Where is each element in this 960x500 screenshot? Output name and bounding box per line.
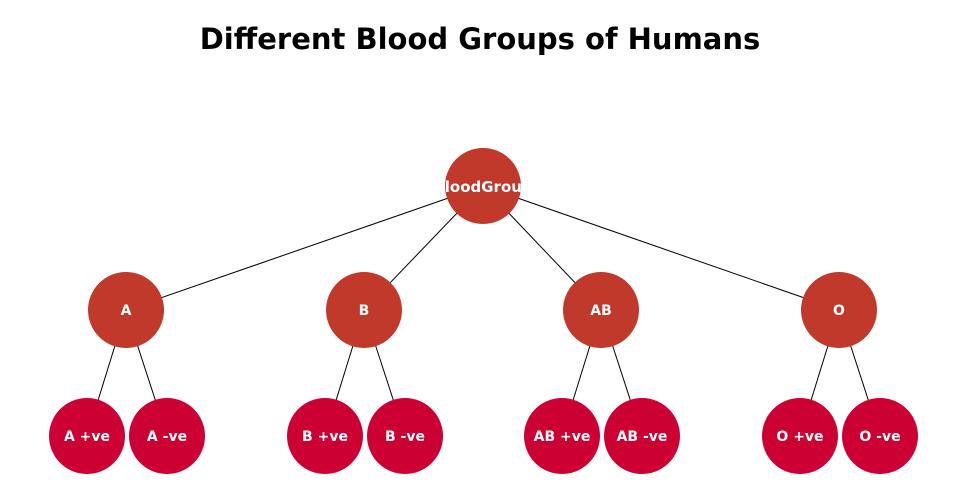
node-label: B +ve xyxy=(302,429,348,445)
root-node[interactable]: BloodGroup xyxy=(433,148,533,224)
node-label: A +ve xyxy=(64,429,110,445)
node-circle xyxy=(445,148,521,224)
leaf-node-b-ve[interactable]: B +ve xyxy=(287,398,363,474)
group-node-ab[interactable]: AB xyxy=(563,272,639,348)
group-node-o[interactable]: O xyxy=(801,272,877,348)
node-circle xyxy=(129,398,205,474)
leaf-node-o-ve[interactable]: O +ve xyxy=(762,398,838,474)
node-circle xyxy=(563,272,639,348)
group-node-a[interactable]: A xyxy=(88,272,164,348)
leaf-node-o-ve[interactable]: O -ve xyxy=(842,398,918,474)
node-label: A xyxy=(121,303,132,319)
node-label: O -ve xyxy=(859,429,900,445)
node-circle xyxy=(367,398,443,474)
node-label: AB +ve xyxy=(534,429,591,445)
edge-line xyxy=(125,185,484,311)
leaf-node-a-ve[interactable]: A +ve xyxy=(49,398,125,474)
leaf-node-a-ve[interactable]: A -ve xyxy=(129,398,205,474)
node-label: AB -ve xyxy=(617,429,668,445)
group-node-b[interactable]: B xyxy=(326,272,402,348)
node-label: B -ve xyxy=(385,429,425,445)
node-circle xyxy=(88,272,164,348)
leaf-node-ab-ve[interactable]: AB +ve xyxy=(524,398,600,474)
node-circle xyxy=(287,398,363,474)
node-label: A -ve xyxy=(147,429,187,445)
node-label: AB xyxy=(590,303,612,319)
node-circle xyxy=(49,398,125,474)
node-label: B xyxy=(359,303,370,319)
leaf-node-ab-ve[interactable]: AB -ve xyxy=(604,398,680,474)
node-circle xyxy=(524,398,600,474)
node-label: BloodGroup xyxy=(433,178,533,196)
node-circle xyxy=(604,398,680,474)
node-circle xyxy=(842,398,918,474)
node-label: O xyxy=(833,303,845,319)
node-label: O +ve xyxy=(776,429,823,445)
node-circle xyxy=(762,398,838,474)
edge-line xyxy=(482,185,840,311)
diagram-title: Different Blood Groups of Humans xyxy=(199,22,761,56)
leaf-node-b-ve[interactable]: B -ve xyxy=(367,398,443,474)
node-circle xyxy=(326,272,402,348)
node-circle xyxy=(801,272,877,348)
